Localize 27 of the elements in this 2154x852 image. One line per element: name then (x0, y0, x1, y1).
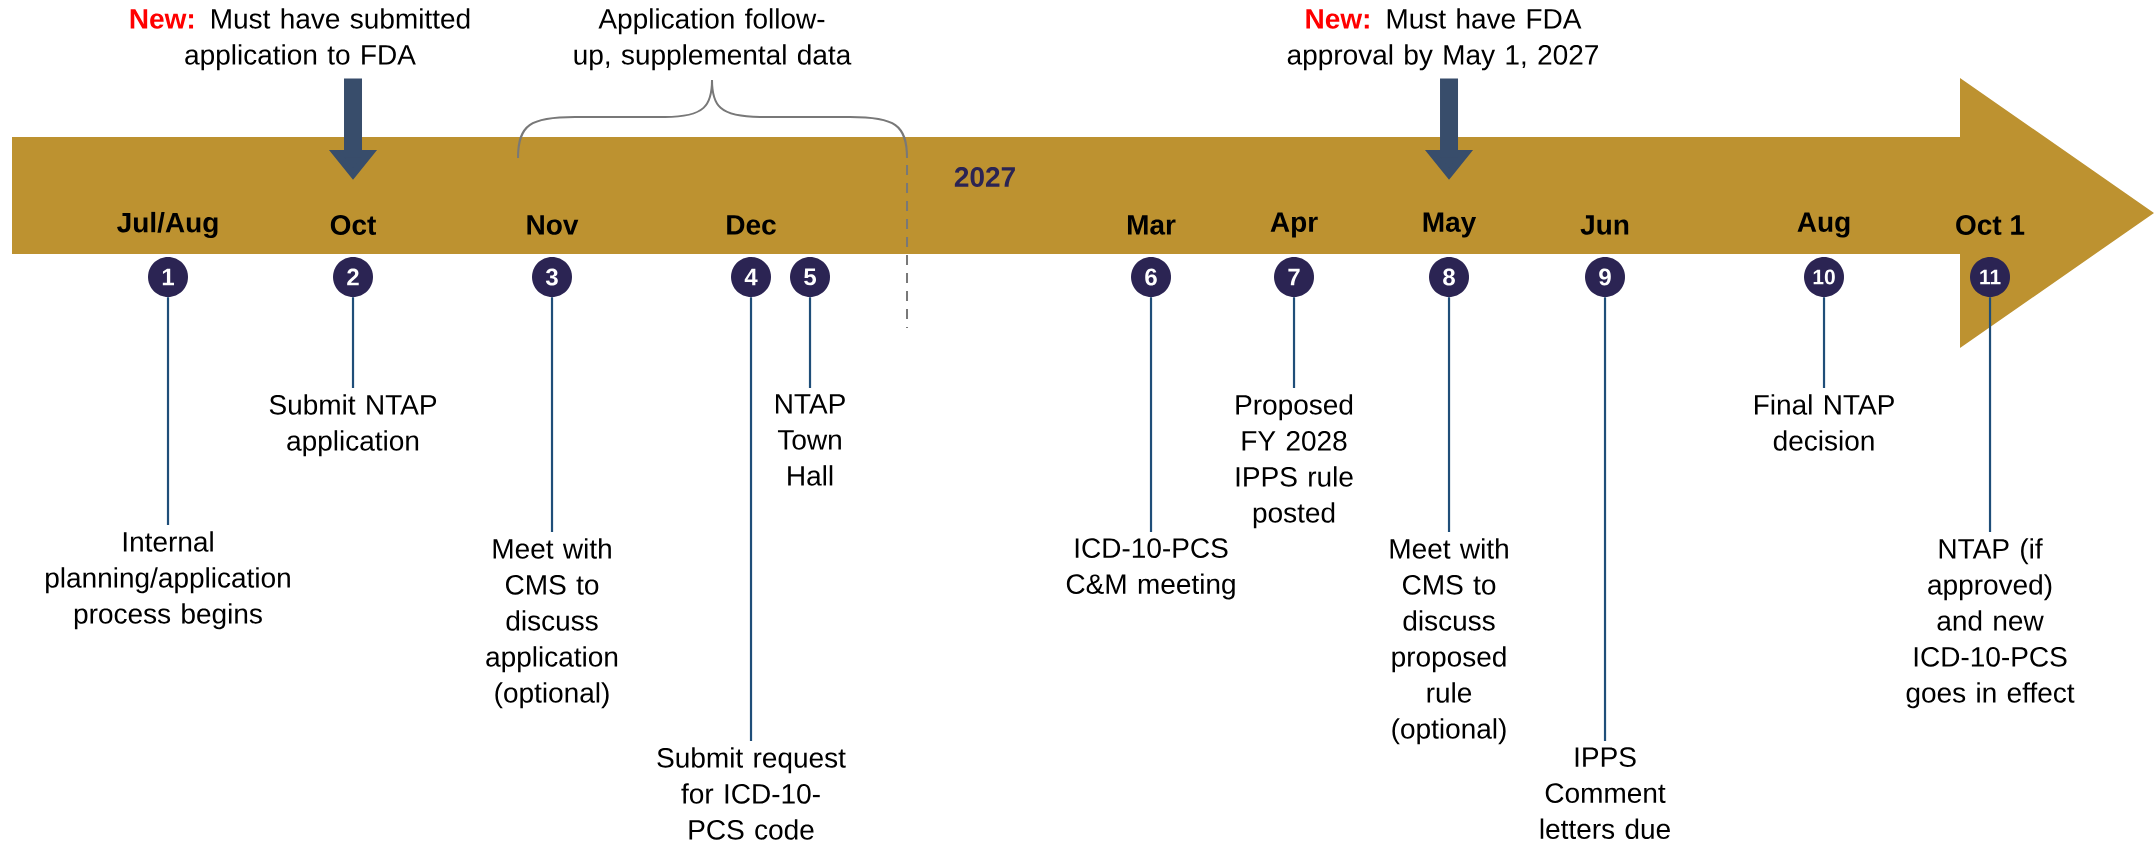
year-label: 2027 (954, 167, 1015, 187)
step-description: Internal planning/application process begins (46, 531, 290, 630)
step-description: IPPS Comment letters due (1540, 747, 1670, 839)
month-label: Jul/Aug (117, 211, 218, 239)
leader-line (1603, 297, 1607, 741)
step-description: Submit NTAP application (269, 394, 437, 457)
step-description: NTAP (if approved) and new ICD-10-PCS goes in effect (1906, 538, 2075, 709)
leader-line (166, 297, 170, 525)
step-description: Meet with CMS to discuss application (optional) (486, 538, 618, 709)
step-description: Submit request for ICD-10-PCS code (657, 747, 846, 840)
step-description: Final NTAP decision (1755, 394, 1894, 451)
step-description: ICD-10-PCS C&M meeting (1066, 538, 1235, 600)
leader-line (1822, 297, 1826, 388)
leader-line (1292, 297, 1296, 388)
month-label: Dec (727, 215, 776, 235)
leader-line (808, 297, 812, 388)
brace-label: Application follow-up, supplemental data (574, 8, 852, 71)
leader-line (749, 297, 753, 741)
step-description: NTAP Town Hall (776, 394, 845, 486)
leader-line (550, 297, 554, 532)
step-description: Proposed FY 2028 IPPS rule posted (1236, 394, 1353, 529)
note-text: New: Must have submitted application to FDA (130, 8, 470, 71)
leader-line (1447, 297, 1451, 532)
note-text: New: Must have FDA approval by May 1, 2027 (1287, 8, 1598, 71)
leader-line (351, 297, 355, 388)
step-description: Meet with CMS to discuss proposed rule (optional) (1390, 538, 1508, 745)
leader-line (1149, 297, 1153, 532)
